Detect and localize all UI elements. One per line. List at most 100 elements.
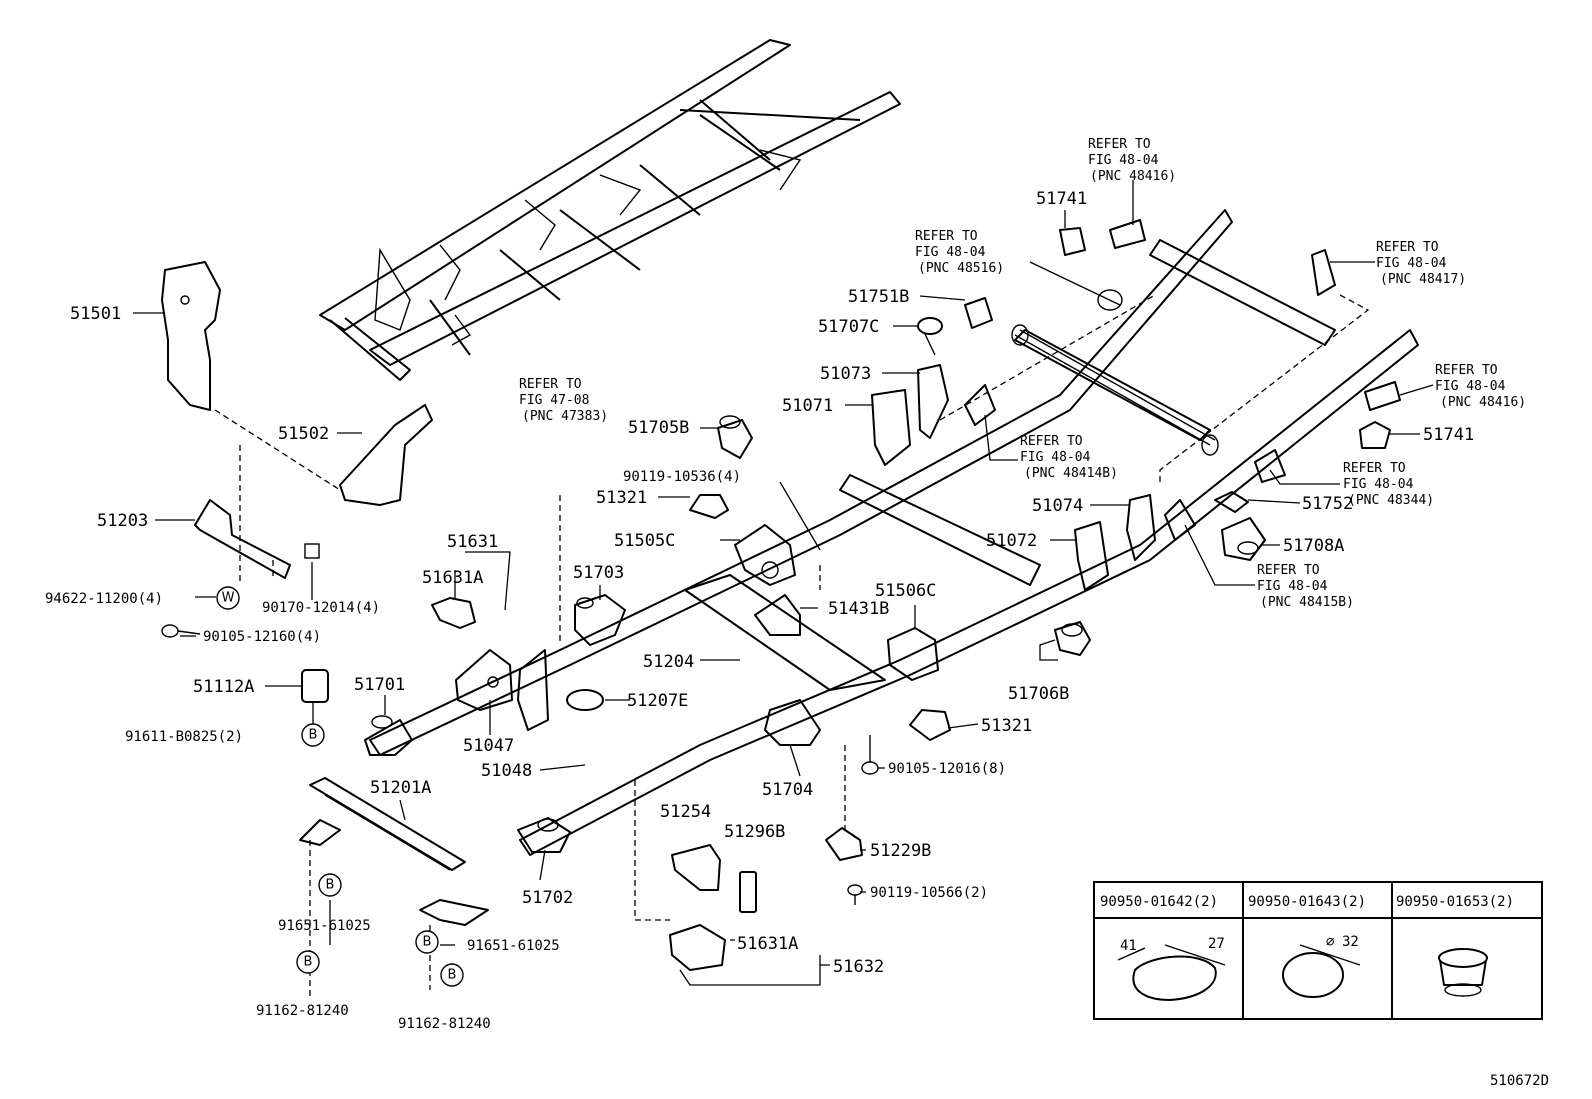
refer-line3: (PNC 48344) — [1348, 493, 1434, 508]
plug-header-1: 90950-01642(2) — [1100, 894, 1218, 910]
plug-header-2: 90950-01643(2) — [1248, 894, 1366, 910]
label-90105-12016: 90105-12016(8) — [888, 761, 1006, 777]
part-51074-shape — [1126, 494, 1156, 561]
refer-line3: (PNC 48516) — [918, 261, 1004, 276]
label-51506C: 51506C — [875, 581, 936, 601]
part-51321-b-shape — [909, 709, 951, 741]
part-51632-shape — [669, 924, 726, 971]
label-51073: 51073 — [820, 364, 871, 384]
refer-note-48416-right: REFER TO FIG 48-04 (PNC 48416) — [1435, 363, 1526, 410]
refer-line1: REFER TO — [1343, 461, 1406, 476]
label-51631: 51631 — [447, 532, 498, 552]
bracket-refer-48416-right-shape — [1364, 381, 1401, 411]
part-51071-shape — [871, 389, 911, 466]
bracket-refer-48415B-shape — [1164, 499, 1196, 541]
part-51505C-shape — [734, 524, 796, 586]
label-51431B: 51431B — [828, 599, 889, 619]
label-51708A: 51708A — [1283, 536, 1344, 556]
refer-line1: REFER TO — [1257, 563, 1320, 578]
refer-line3: (PNC 48417) — [1380, 272, 1466, 287]
bolt-90105-12160-shape — [161, 624, 201, 638]
label-91651-a: 91651-61025 — [278, 918, 371, 934]
refer-note-48416-top: REFER TO FIG 48-04 (PNC 48416) — [1088, 137, 1176, 184]
plug-dim-c: 32 — [1342, 934, 1359, 950]
label-51703: 51703 — [573, 563, 624, 583]
refer-line1: REFER TO — [1376, 240, 1439, 255]
bolt-symbol-91162-a: B — [296, 950, 320, 974]
label-51752: 51752 — [1302, 494, 1353, 514]
label-51705B: 51705B — [628, 418, 689, 438]
label-51702: 51702 — [522, 888, 573, 908]
bracket-91651-b-shape — [419, 899, 489, 926]
label-90119-10566: 90119-10566(2) — [870, 885, 988, 901]
label-91162-b: 91162-81240 — [398, 1016, 491, 1032]
part-51201A-shape — [309, 777, 466, 871]
refer-line1: REFER TO — [1020, 434, 1083, 449]
refer-note-48415B: REFER TO FIG 48-04 (PNC 48415B) — [1257, 563, 1354, 610]
plug-dim-a: 41 — [1120, 938, 1137, 954]
leader-lines — [133, 180, 1434, 1000]
part-51741-a-shape — [1059, 227, 1086, 256]
label-91611: 91611-B0825(2) — [125, 729, 243, 745]
label-51501: 51501 — [70, 304, 121, 324]
part-number-labels: 51501 51502 51203 94622-11200(4) 90170-1… — [45, 189, 1474, 1032]
label-94622: 94622-11200(4) — [45, 591, 163, 607]
refer-line3: (PNC 48416) — [1090, 169, 1176, 184]
bolt-90119-10566-shape — [847, 884, 863, 905]
refer-line3: (PNC 47383) — [522, 409, 608, 424]
label-51706B: 51706B — [1008, 684, 1069, 704]
part-51296B-shape — [739, 871, 757, 913]
part-51502-shape — [339, 404, 433, 506]
plug-dim-b: 27 — [1208, 936, 1225, 952]
part-51708A-shape — [1221, 517, 1266, 561]
bolt-letter: B — [423, 935, 432, 950]
part-51501-shape — [161, 261, 221, 411]
plug-header-3: 90950-01653(2) — [1396, 894, 1514, 910]
label-51701: 51701 — [354, 675, 405, 695]
refer-line2: FIG 48-04 — [1343, 477, 1414, 492]
part-51073-shape — [917, 364, 949, 439]
refer-note-48516: REFER TO FIG 48-04 (PNC 48516) — [915, 229, 1004, 276]
label-51201A: 51201A — [370, 778, 431, 798]
refer-note-48344: REFER TO FIG 48-04 (PNC 48344) — [1343, 461, 1434, 508]
overview-frame — [319, 39, 901, 381]
refer-line1: REFER TO — [1088, 137, 1151, 152]
label-51048: 51048 — [481, 761, 532, 781]
label-51296B: 51296B — [724, 822, 785, 842]
label-51321-b: 51321 — [981, 716, 1032, 736]
label-51502: 51502 — [278, 424, 329, 444]
label-51071: 51071 — [782, 396, 833, 416]
label-51204: 51204 — [643, 652, 694, 672]
refer-line2: FIG 48-04 — [1020, 450, 1091, 465]
refer-note-47383: REFER TO FIG 47-08 (PNC 47383) — [519, 377, 608, 424]
label-51074: 51074 — [1032, 496, 1083, 516]
part-51705B-shape — [717, 415, 753, 459]
label-51207E: 51207E — [627, 691, 688, 711]
label-51321-a: 51321 — [596, 488, 647, 508]
bracket-refer-48416-top-shape — [1109, 219, 1146, 249]
label-51631A-b: 51631A — [737, 934, 798, 954]
bolt-symbol-91651-b: B — [415, 930, 439, 954]
label-51112A: 51112A — [193, 677, 254, 697]
bolt-symbol-91651-a: B — [318, 873, 342, 897]
bolt-letter: B — [304, 955, 313, 970]
bolt-symbol-91611: B — [301, 723, 325, 747]
part-51631A-shape — [431, 597, 476, 629]
label-51229B: 51229B — [870, 841, 931, 861]
part-51207E-shape — [566, 689, 604, 711]
refer-line2: FIG 48-04 — [1257, 579, 1328, 594]
part-51751B-shape — [964, 297, 993, 329]
part-51254-shape — [671, 844, 721, 891]
part-51701-shape — [364, 715, 413, 756]
refer-line2: FIG 48-04 — [1088, 153, 1159, 168]
label-90119-10536: 90119-10536(4) — [623, 469, 741, 485]
part-51707C-shape — [917, 317, 943, 356]
refer-note-48414B: REFER TO FIG 48-04 (PNC 48414B) — [1020, 434, 1118, 481]
main-frame — [369, 209, 1419, 856]
label-51047: 51047 — [463, 736, 514, 756]
part-51431B-shape — [754, 594, 801, 636]
bolt-letter: B — [448, 968, 457, 983]
part-51706B-shape — [1054, 621, 1091, 656]
bracket-refer-48417-shape — [1311, 249, 1336, 296]
part-51702-shape — [517, 817, 571, 853]
